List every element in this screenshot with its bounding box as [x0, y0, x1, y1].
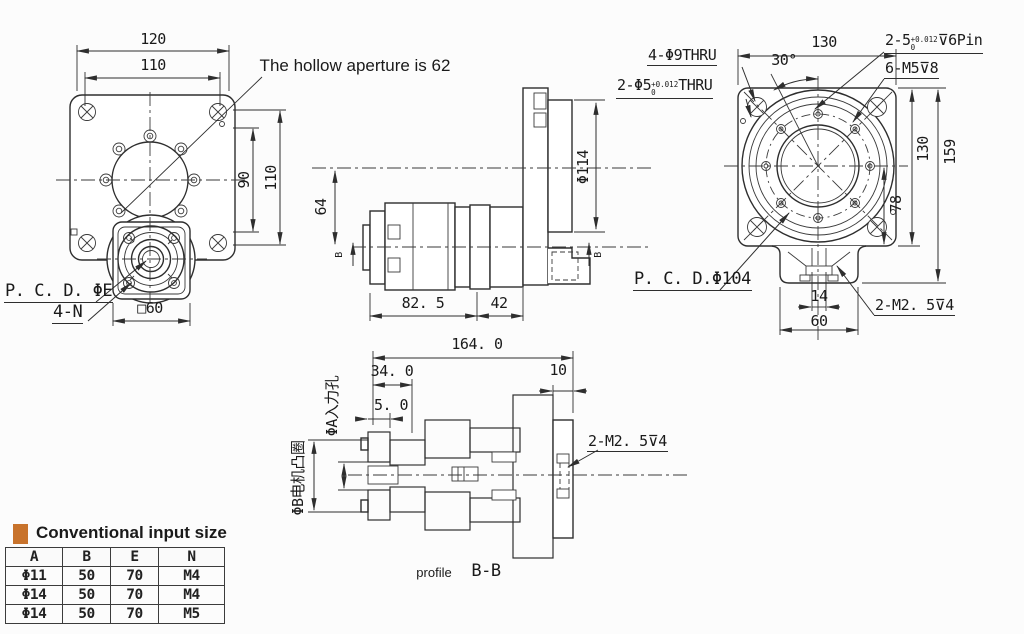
- rear-view-art: [719, 49, 946, 340]
- dim-164: 164. 0: [451, 335, 503, 354]
- side-view-art: [312, 87, 655, 321]
- legend-bullet: [13, 524, 28, 544]
- cell-b: 50: [62, 566, 111, 586]
- table-row: Φ14 50 70 M5: [5, 604, 225, 624]
- label-motor-boss: ΦB电机凸圈: [289, 440, 308, 516]
- cell-n: M5: [158, 604, 225, 624]
- dim-159: 159: [941, 139, 960, 165]
- label-4-phi9-thru: 4-Φ9THRU: [647, 46, 718, 66]
- hollow-aperture-note: The hollow aperture is 62: [259, 56, 451, 76]
- dim-5: 5. 0: [373, 396, 409, 415]
- table-header-row: A B E N: [5, 547, 225, 567]
- cell-e: 70: [110, 585, 159, 605]
- cell-b: 50: [62, 604, 111, 624]
- col-header-e: E: [110, 547, 159, 567]
- caption-b-b: B-B: [471, 561, 501, 582]
- tol-lower: 0: [651, 87, 656, 97]
- legend-title: Conventional input size: [36, 523, 227, 542]
- dim-30-deg: 30°: [771, 51, 797, 70]
- dim-120: 120: [140, 30, 166, 49]
- label-pin-tail: ⊽6Pin: [937, 31, 983, 49]
- label-6-m5: 6-M5⊽8: [884, 59, 940, 79]
- dim-90: 90: [235, 171, 254, 189]
- dim-64: 64: [312, 198, 331, 216]
- dim-10: 10: [549, 361, 567, 380]
- dim-110-right: 110: [262, 165, 281, 191]
- dim-130-top: 130: [811, 33, 837, 52]
- tol-upper: +0.012: [910, 35, 938, 44]
- col-header-a: A: [5, 547, 63, 567]
- dim-square-60: □60: [137, 299, 163, 318]
- dim-34: 34. 0: [370, 362, 414, 381]
- cell-a: Φ14: [5, 604, 63, 624]
- dim-130-right: 130: [914, 136, 933, 162]
- tol-lower: 0: [910, 42, 916, 52]
- front-view-art: [56, 45, 286, 326]
- 4-n-label: 4-N: [52, 302, 84, 324]
- label-pin-base: 2-5: [885, 31, 911, 49]
- cell-n: M4: [158, 585, 225, 605]
- dim-14: 14: [810, 287, 828, 306]
- label-2-phi5-tail: THRU: [678, 76, 713, 94]
- col-header-n: N: [158, 547, 225, 567]
- cell-a: Φ14: [5, 585, 63, 605]
- label-2-phi5-base: 2-Φ5: [617, 76, 652, 94]
- label-input-hole: ΦA入力孔: [323, 375, 342, 437]
- dim-phi114: Φ114: [574, 149, 593, 185]
- cell-a: Φ11: [5, 566, 63, 586]
- dim-60: 60: [810, 312, 828, 331]
- section-marker-b-left: B: [333, 252, 345, 258]
- caption-profile: profile: [416, 565, 452, 581]
- table-row: Φ14 50 70 M4: [5, 585, 225, 605]
- dim-42: 42: [490, 294, 508, 313]
- dim-110-top: 110: [140, 56, 166, 75]
- dim-78: 78: [887, 195, 906, 213]
- cell-n: M4: [158, 566, 225, 586]
- label-2-m25-section: 2-M2. 5⊽4: [587, 432, 668, 452]
- cell-b: 50: [62, 585, 111, 605]
- pcd-e-label: P. C. D. ΦE: [4, 281, 114, 303]
- cell-e: 70: [110, 604, 159, 624]
- col-header-b: B: [62, 547, 111, 567]
- table-row: Φ11 50 70 M4: [5, 566, 225, 586]
- section-marker-b-right: B: [592, 252, 604, 258]
- label-pcd104: P. C. D.Φ104: [633, 269, 752, 291]
- dim-82-5: 82. 5: [401, 294, 445, 313]
- section-view-art: [308, 351, 688, 559]
- label-2-m25-rear: 2-M2. 5⊽4: [874, 296, 955, 316]
- input-size-table: A B E N Φ11 50 70 M4 Φ14 50 70 M4 Φ14 50…: [5, 547, 225, 624]
- tol-upper: +0.012: [651, 80, 679, 89]
- cell-e: 70: [110, 566, 159, 586]
